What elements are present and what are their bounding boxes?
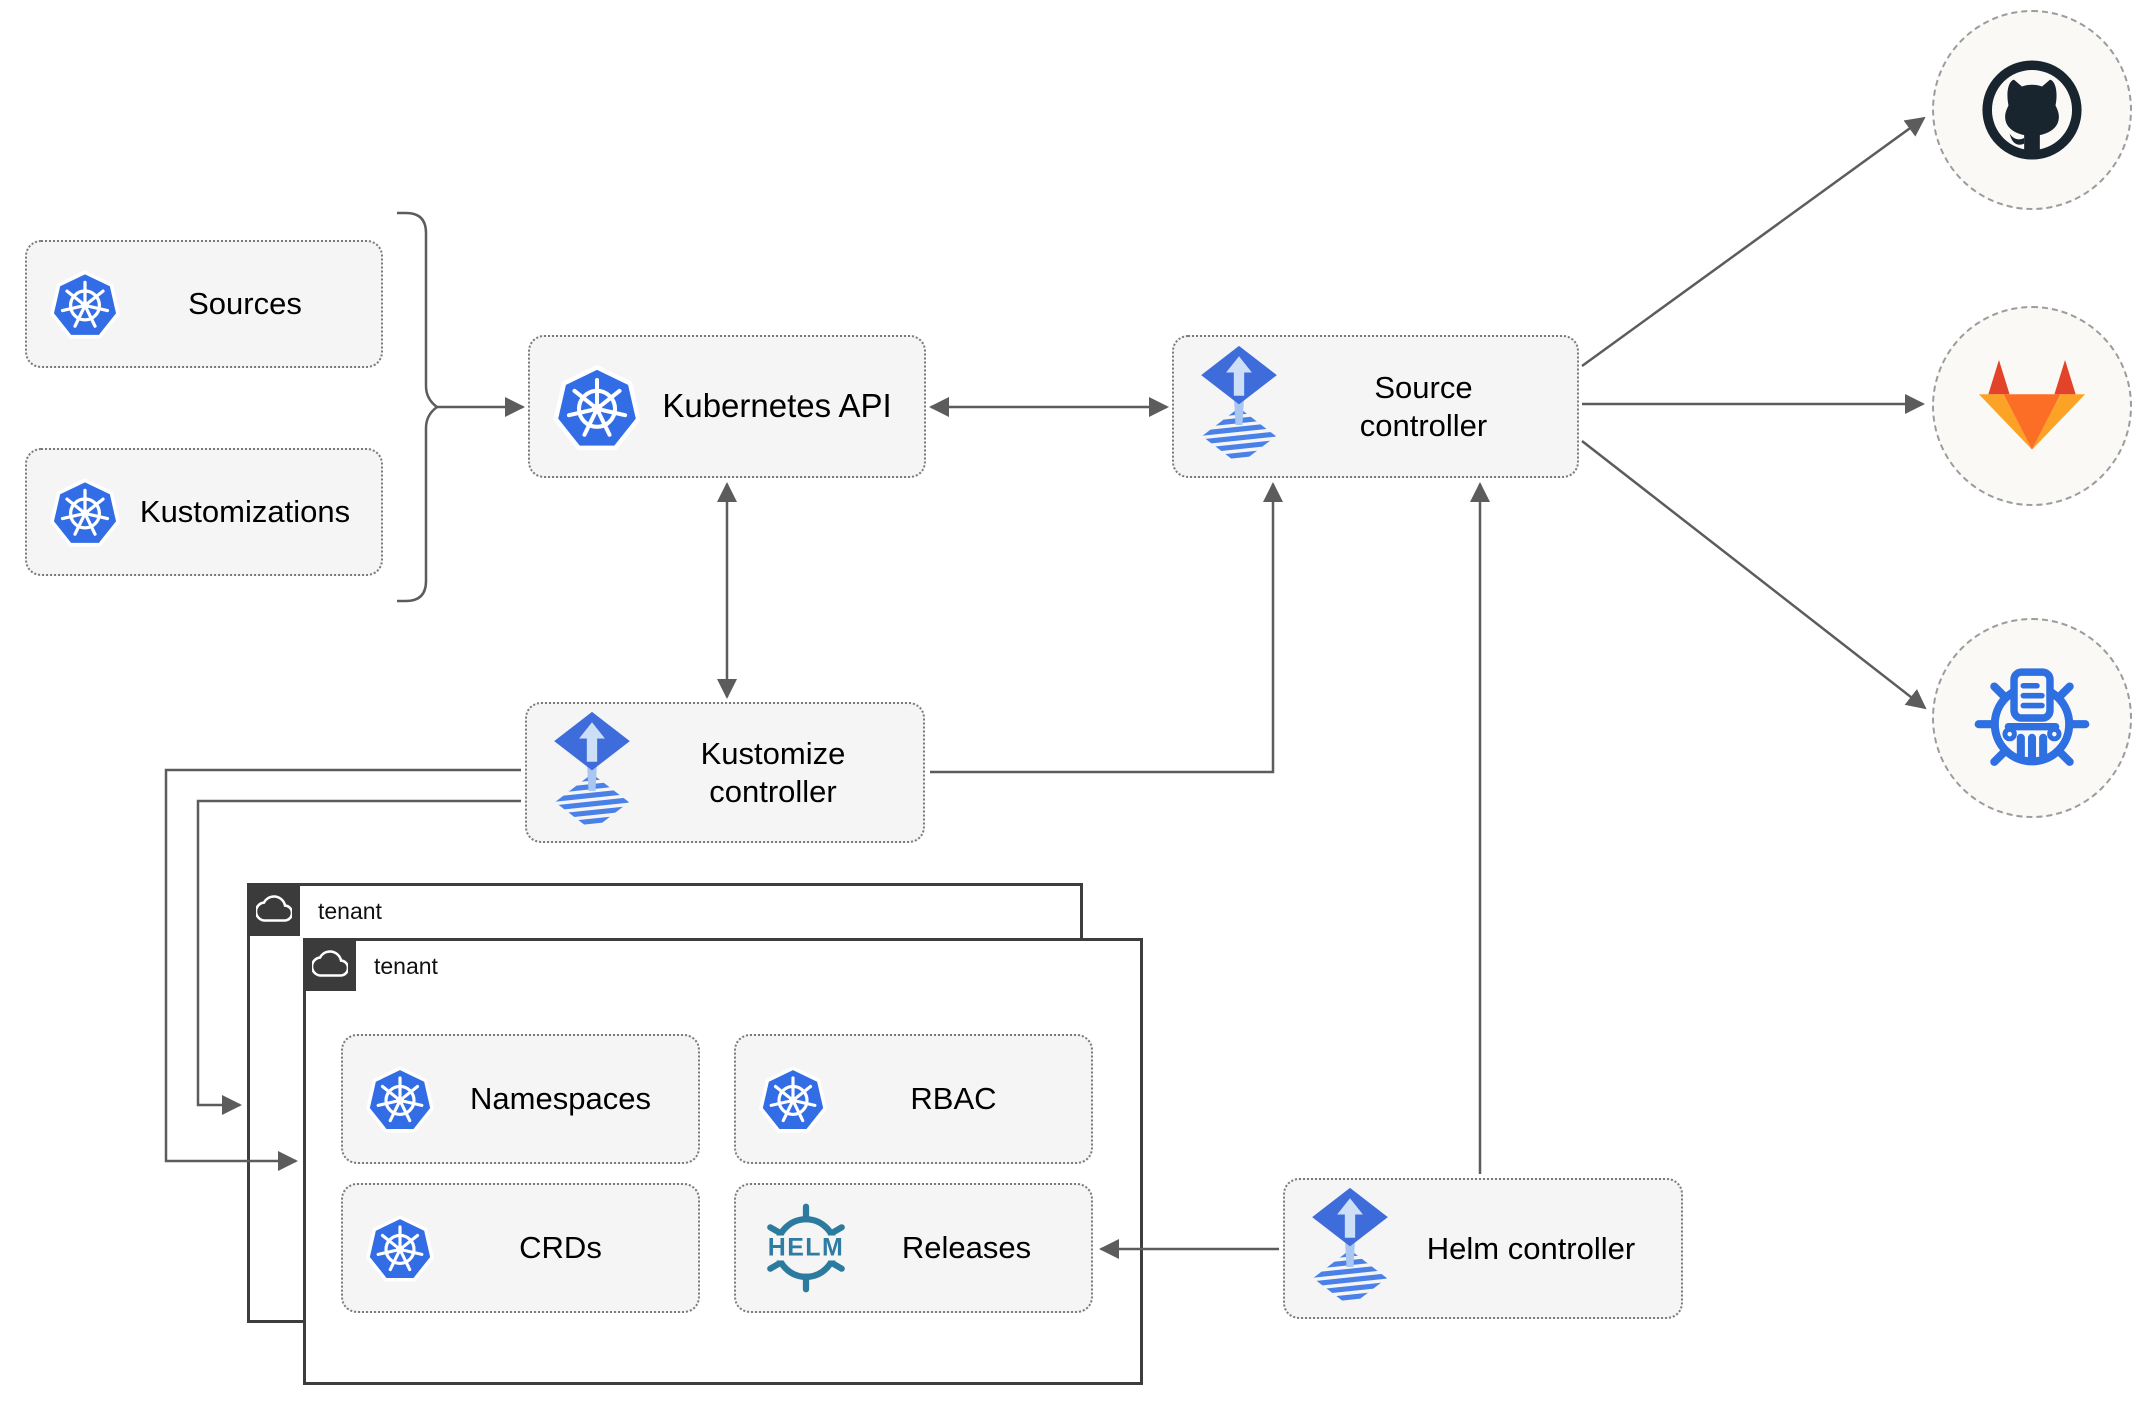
edge-kustomize-controller-to-source-controller xyxy=(930,482,1283,774)
node-crds: CRDs xyxy=(341,1183,700,1313)
edge-source-controller-to-helm-repository xyxy=(1581,440,1927,710)
kubernetes-icon xyxy=(49,476,121,548)
node-rbac: RBAC xyxy=(734,1034,1093,1164)
helm-repository-icon xyxy=(1974,668,2090,766)
kubernetes-icon xyxy=(49,268,121,340)
node-sources: Sources xyxy=(25,240,383,368)
node-label: Helm controller xyxy=(1426,1230,1636,1266)
helm-logo-text: HELM xyxy=(768,1234,844,1262)
kubernetes-icon xyxy=(365,1064,435,1134)
node-source-controller: Source controller xyxy=(1172,335,1579,478)
gitlab-icon xyxy=(1978,359,2086,450)
brace-sources-group xyxy=(397,211,440,603)
node-label: Kustomizations xyxy=(139,494,351,530)
node-label: CRDs xyxy=(519,1230,602,1266)
node-kubernetes-api: Kubernetes API xyxy=(528,335,926,478)
remote-github xyxy=(1932,10,2132,210)
cloud-icon xyxy=(312,947,348,983)
node-label: Kubernetes API xyxy=(662,387,892,425)
tenant-label: tenant xyxy=(374,953,438,979)
helm-icon: HELM xyxy=(767,1203,845,1293)
tenant-badge xyxy=(303,938,356,991)
tenant-badge xyxy=(247,883,300,936)
tenant-label: tenant xyxy=(318,898,382,924)
edge-source-controller-to-github xyxy=(1581,116,1926,368)
node-namespaces: Namespaces xyxy=(341,1034,700,1164)
flux-icon xyxy=(549,710,635,835)
remote-gitlab xyxy=(1932,306,2132,506)
kubernetes-icon xyxy=(365,1213,435,1283)
node-kustomize-controller: Kustomize controller xyxy=(525,702,925,843)
kubernetes-icon xyxy=(552,362,642,452)
flux-icon xyxy=(1196,344,1282,469)
flux-icon xyxy=(1307,1186,1393,1311)
node-kustomizations: Kustomizations xyxy=(25,448,383,576)
node-label: Sources xyxy=(188,286,302,322)
node-label: Kustomize controller xyxy=(700,735,846,809)
node-helm-controller: Helm controller xyxy=(1283,1178,1683,1319)
github-icon xyxy=(1982,60,2082,160)
cloud-icon xyxy=(256,892,292,928)
node-label: RBAC xyxy=(910,1081,997,1117)
node-releases: HELM Releases xyxy=(734,1183,1093,1313)
node-label: Namespaces xyxy=(470,1081,651,1117)
node-label: Source controller xyxy=(1359,369,1488,443)
remote-helm-repository xyxy=(1932,618,2132,818)
kubernetes-icon xyxy=(758,1064,828,1134)
node-label: Releases xyxy=(901,1230,1032,1266)
